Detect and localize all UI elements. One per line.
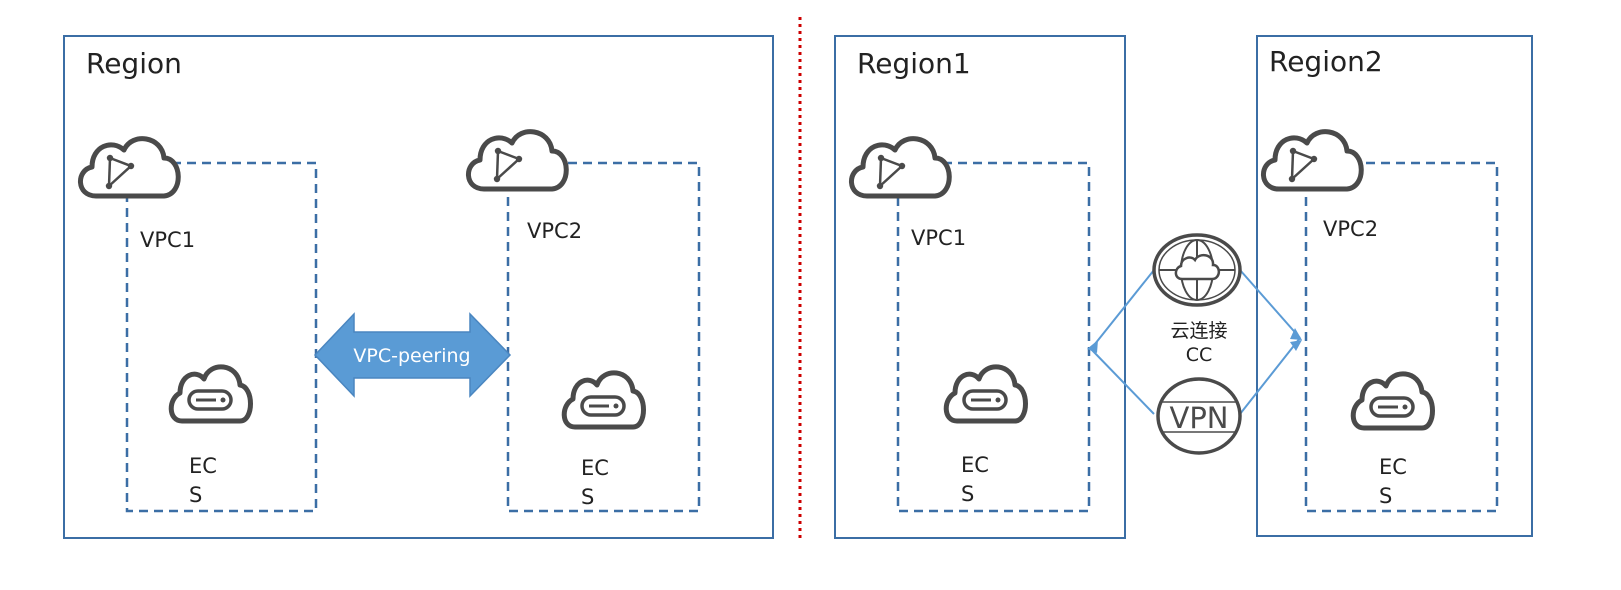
vpc-cloud-icon: [80, 139, 178, 196]
vpc-peering-arrow: [313, 312, 512, 398]
vpc2-box: [1304, 161, 1499, 513]
region2-title: Region2: [1269, 45, 1383, 78]
ecs-server-icon: [564, 373, 643, 427]
ecs1-label-line2: S: [189, 483, 202, 507]
cloud-connect-label: 云连接: [1170, 320, 1227, 342]
vpc-cloud-icon: [468, 132, 566, 189]
vpc2-box: [506, 161, 701, 513]
cloud-connect-abbr: CC: [1186, 344, 1213, 366]
ecs-server-icon: [171, 367, 250, 421]
cloud-connect-icon: [1152, 233, 1242, 307]
vpc2-label: VPC2: [527, 219, 582, 243]
region1-box: [834, 35, 1126, 539]
vpc1-box: [896, 161, 1091, 513]
region-title: Region: [86, 47, 182, 80]
region-box: [63, 35, 774, 539]
vpc-peering-label: VPC-peering: [353, 345, 470, 367]
arrow-head: [1290, 340, 1302, 351]
arrow-head: [1087, 340, 1098, 353]
vpn-icon: [1156, 377, 1242, 455]
vpn-label: VPN: [1169, 401, 1228, 435]
region1-title: Region1: [857, 47, 971, 80]
vpc1-label: VPC1: [911, 226, 966, 250]
vpc1-label: VPC1: [140, 228, 195, 252]
ecs2-label-line1: EC: [581, 456, 609, 480]
vpc2-label: VPC2: [1323, 217, 1378, 241]
ecs1-label-line1: EC: [189, 454, 217, 478]
connection-lines: [1090, 269, 1301, 415]
ecs-server-icon: [1353, 374, 1432, 428]
vpc-cloud-icon: [1263, 132, 1361, 189]
ecs2-label-line2: S: [581, 485, 594, 509]
ecs2-label-line2: S: [1379, 484, 1392, 508]
ecs2-label-line1: EC: [1379, 455, 1407, 479]
vpc-cloud-icon: [851, 139, 949, 196]
arrow-head: [1290, 328, 1302, 340]
vpc1-box: [125, 161, 318, 513]
ecs1-label-line1: EC: [961, 453, 989, 477]
region2-box: [1256, 35, 1533, 537]
ecs1-label-line2: S: [961, 482, 974, 506]
ecs-server-icon: [946, 367, 1025, 421]
